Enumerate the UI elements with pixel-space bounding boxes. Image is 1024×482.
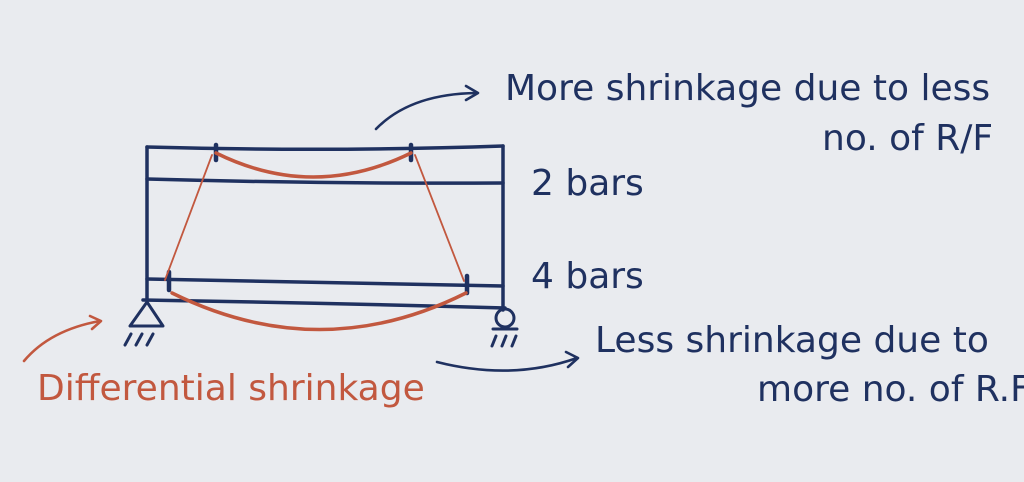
less-shrinkage-label-line1: Less shrinkage due to: [595, 320, 989, 361]
more-shrinkage-label-line1: More shrinkage due to less: [505, 68, 991, 109]
differential-shrinkage-label: Differential shrinkage: [37, 368, 425, 409]
arrow-head-more-icon: [464, 84, 480, 102]
shrinkage-curves: [164, 151, 468, 332]
top-shrinkage-curve: [214, 151, 413, 179]
left-deformation-line: [164, 154, 213, 281]
arrow-head-beam-icon: [88, 314, 103, 331]
arrow-head-less-icon: [564, 350, 580, 369]
roller-support-icon: [490, 307, 519, 348]
bottom-shrinkage-curve: [170, 291, 468, 332]
arrow-to-beam-icon: [22, 319, 102, 363]
beam: [141, 144, 507, 312]
top-rebar-line: [145, 177, 505, 185]
arrow-to-more-shrinkage-icon: [374, 91, 478, 131]
right-deformation-line: [414, 154, 465, 282]
beam-top-edge: [145, 144, 505, 152]
less-shrinkage-label-line2: more no. of R.F: [757, 369, 1024, 410]
bottom-rebar-line: [145, 277, 505, 288]
arrow-to-less-shrinkage-icon: [435, 356, 579, 372]
two-bars-label: 2 bars: [531, 163, 644, 204]
more-shrinkage-label-line2: no. of R/F: [822, 118, 994, 159]
bar-markers: [166, 142, 470, 296]
pin-support-icon: [123, 300, 165, 347]
four-bars-label: 4 bars: [531, 256, 644, 297]
